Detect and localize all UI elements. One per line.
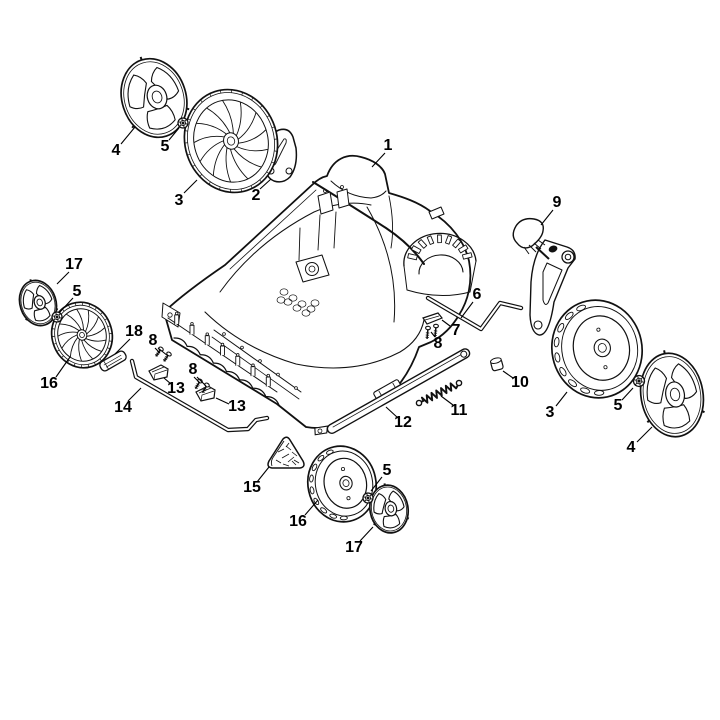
push-nut [177, 117, 189, 129]
leader-lines [55, 126, 653, 542]
axle-clamp [148, 364, 169, 381]
deck-generated-details [173, 234, 473, 406]
flat-bracket [422, 312, 443, 325]
hubcap-large-right [639, 350, 705, 438]
deck-outline [163, 154, 472, 429]
end-cap [489, 357, 504, 372]
hubcap-small-left [18, 279, 59, 327]
hubcap-large-left [120, 56, 190, 139]
push-nut [632, 374, 646, 388]
wheel-tire-small [306, 445, 378, 523]
hubcap-small-bottom [368, 483, 410, 534]
mulch-plug-texture [275, 442, 300, 467]
screw [433, 323, 439, 338]
wheels [18, 56, 705, 534]
wheel-spoked-large [183, 88, 279, 194]
tension-spring [415, 379, 463, 407]
wheel-tire-large [550, 299, 644, 399]
screw [194, 378, 203, 390]
height-adjust-lever [512, 217, 576, 336]
wheel-spoked-small [50, 301, 114, 369]
mower-deck-drawing [161, 154, 477, 429]
adjuster-lever-arm [314, 348, 471, 436]
height-adjust-rod [425, 295, 524, 332]
mulch-plug [267, 436, 305, 469]
axle-bushing [99, 350, 127, 372]
push-nut [51, 311, 63, 323]
small-hardware [51, 117, 646, 504]
screw [425, 325, 431, 340]
push-nut [362, 492, 374, 504]
front-axle-rod [129, 358, 270, 433]
